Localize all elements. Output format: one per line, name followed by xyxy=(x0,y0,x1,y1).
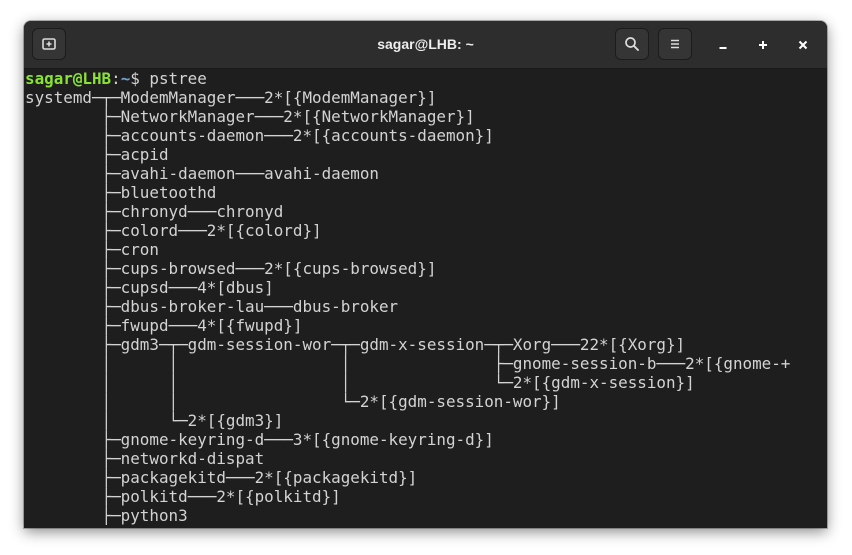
command-output: systemd─┬─ModemManager───2*[{ModemManage… xyxy=(25,88,827,525)
output-line: ├─python3 xyxy=(25,506,188,525)
hamburger-menu-icon xyxy=(668,37,682,51)
maximize-icon xyxy=(757,39,769,51)
output-line: ├─cron xyxy=(25,240,159,259)
terminal-window: sagar@LHB: ~ xyxy=(24,21,827,528)
output-line: ├─dbus-broker-lau───dbus-broker xyxy=(25,297,399,316)
maximize-button[interactable] xyxy=(751,33,775,57)
prompt-symbol: $ xyxy=(130,69,150,88)
output-line: ├─acpid xyxy=(25,145,169,164)
output-line: ├─cups-browsed───2*[{cups-browsed}] xyxy=(25,259,437,278)
output-line: ├─bluetoothd xyxy=(25,183,217,202)
terminal-output-area[interactable]: sagar@LHB:~$ pstree systemd─┬─ModemManag… xyxy=(24,69,827,528)
output-line: ├─packagekitd───2*[{packagekitd}] xyxy=(25,468,418,487)
output-line: ├─gnome-keyring-d───3*[{gnome-keyring-d}… xyxy=(25,430,494,449)
prompt-path: ~ xyxy=(120,69,131,88)
output-line: ├─fwupd───4*[{fwupd}] xyxy=(25,316,303,335)
minimize-icon xyxy=(717,39,729,51)
output-line: ├─chronyd───chronyd xyxy=(25,202,284,221)
minimize-button[interactable] xyxy=(711,33,735,57)
output-line: │ │ │ ├─gnome-session-b───2*[{gnome-+ xyxy=(25,354,791,373)
window-title: sagar@LHB: ~ xyxy=(377,36,474,52)
output-line: ├─gdm3─┬─gdm-session-wor─┬─gdm-x-session… xyxy=(25,335,686,354)
output-line: │ └─2*[{gdm3}] xyxy=(25,411,284,430)
close-icon xyxy=(797,39,809,51)
output-line: systemd─┬─ModemManager───2*[{ModemManage… xyxy=(25,88,437,107)
output-line: ├─NetworkManager───2*[{NetworkManager}] xyxy=(25,107,475,126)
prompt-separator: : xyxy=(111,69,121,88)
output-line: ├─polkitd───2*[{polkitd}] xyxy=(25,487,341,506)
output-line: │ │ │ └─2*[{gdm-x-session}] xyxy=(25,373,695,392)
prompt-user-host: sagar@LHB xyxy=(25,69,112,88)
menu-button[interactable] xyxy=(658,28,692,60)
close-button[interactable] xyxy=(791,33,815,57)
new-tab-button[interactable] xyxy=(32,28,66,60)
title-bar: sagar@LHB: ~ xyxy=(24,21,827,69)
output-line: ├─colord───2*[{colord}] xyxy=(25,221,322,240)
prompt-line: sagar@LHB:~$ pstree xyxy=(25,69,827,88)
search-icon xyxy=(624,36,640,52)
output-line: ├─avahi-daemon───avahi-daemon xyxy=(25,164,379,183)
new-tab-icon xyxy=(41,36,57,52)
output-line: │ │ └─2*[{gdm-session-wor}] xyxy=(25,392,561,411)
output-line: ├─accounts-daemon───2*[{accounts-daemon}… xyxy=(25,126,494,145)
output-line: ├─cupsd───4*[dbus] xyxy=(25,278,274,297)
search-button[interactable] xyxy=(615,28,649,60)
output-line: ├─networkd-dispat xyxy=(25,449,265,468)
command-text: pstree xyxy=(149,69,207,88)
